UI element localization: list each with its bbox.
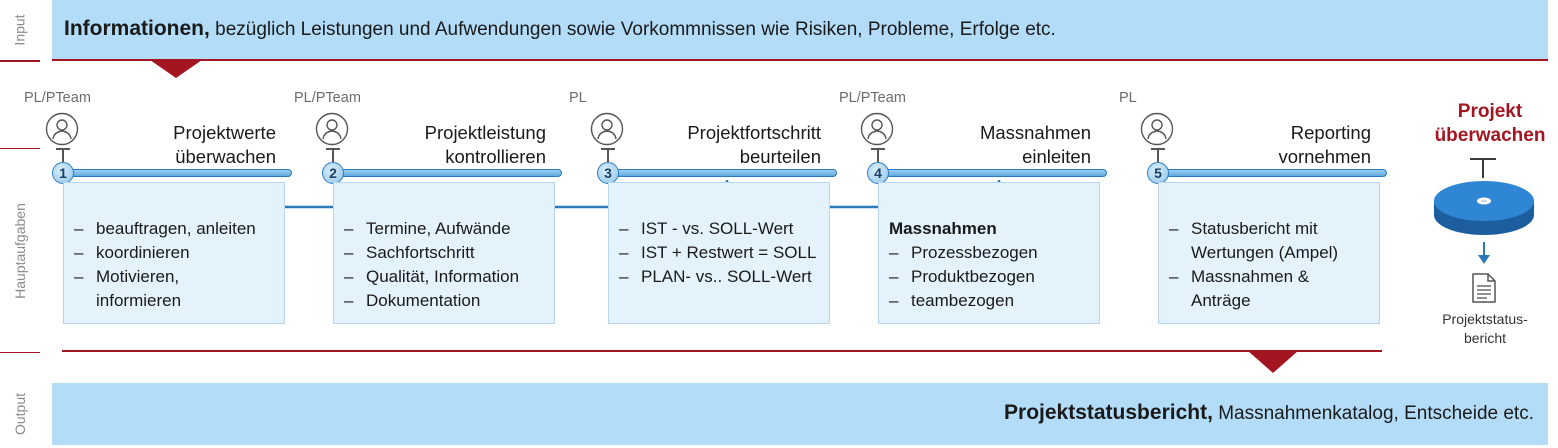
person-icon — [1140, 112, 1174, 146]
task-item: Dokumentation — [344, 289, 546, 313]
task-box-heading: Massnahmen — [889, 219, 997, 238]
step-title: Projektleistung kontrollieren — [306, 121, 546, 169]
output-band-text: Massnahmenkatalog, Entscheide etc. — [1212, 403, 1534, 424]
task-item: IST + Restwert = SOLL — [619, 241, 821, 265]
output-arrow — [1248, 351, 1298, 373]
role-label: PL — [1119, 90, 1137, 106]
input-band-bold: Informationen, — [64, 17, 210, 40]
task-item: Statusbericht mit Wertungen (Ampel) — [1169, 217, 1371, 265]
step-number-badge: 1 — [52, 162, 74, 184]
person-icon — [860, 112, 894, 146]
step-task-box: Statusbericht mit Wertungen (Ampel)Massn… — [1158, 182, 1380, 324]
step-title: Massnahmen einleiten — [851, 121, 1091, 169]
side-divider — [0, 60, 40, 62]
step-title-line: Massnahmen — [979, 122, 1091, 143]
document-label: Projektstatus- bericht — [1442, 311, 1528, 346]
step-bar — [1155, 169, 1387, 177]
step-title-line: vornehmen — [1278, 146, 1371, 167]
goal-title: Projekt überwachen — [1434, 101, 1546, 146]
step-number-badge: 3 — [597, 162, 619, 184]
input-arrow — [150, 60, 202, 78]
input-band-underline — [52, 59, 1548, 61]
task-item: Produktbezogen — [889, 265, 1091, 289]
step-task-box: beauftragen, anleitenkoordinierenMotivie… — [63, 182, 285, 324]
step-number-badge: 4 — [867, 162, 889, 184]
task-item: Qualität, Information — [344, 265, 546, 289]
step-title-line: kontrollieren — [445, 146, 546, 167]
step-title-line: einleiten — [1022, 146, 1091, 167]
step-number-badge: 5 — [1147, 162, 1169, 184]
step-bar — [605, 169, 837, 177]
role-label: PL/PTeam — [24, 90, 91, 106]
step-task-box: MassnahmenProzessbezogenProduktbezogente… — [878, 182, 1100, 324]
task-item: Motivieren, informieren — [74, 265, 276, 313]
step-title: Projektfortschritt beurteilen — [581, 121, 821, 169]
icon-connector — [607, 148, 609, 162]
input-band-text: bezüglich Leistungen und Aufwendungen so… — [209, 19, 1056, 40]
person-icon — [45, 112, 79, 146]
person-icon — [315, 112, 349, 146]
icon-connector — [62, 148, 64, 162]
icon-connector — [877, 148, 879, 162]
task-item: Massnahmen & Anträge — [1169, 265, 1371, 313]
task-item: Termine, Aufwände — [344, 217, 546, 241]
side-divider — [0, 352, 40, 353]
icon-connector — [332, 148, 334, 162]
step-task-box: IST - vs. SOLL-WertIST + Restwert = SOLL… — [608, 182, 830, 324]
step-title: Projektwerte überwachen — [36, 121, 276, 169]
side-divider — [0, 148, 40, 149]
person-icon — [590, 112, 624, 146]
step-title-line: Projektwerte — [173, 122, 276, 143]
step-title-line: Projektfortschritt — [687, 122, 821, 143]
task-item: PLAN- vs.. SOLL-Wert — [619, 265, 821, 289]
output-divider — [62, 350, 1382, 352]
step-title-line: beurteilen — [739, 146, 821, 167]
task-item: Sachfortschritt — [344, 241, 546, 265]
step-title-line: Projektleistung — [424, 122, 546, 143]
step-title-line: Reporting — [1290, 122, 1371, 143]
task-item: IST - vs. SOLL-Wert — [619, 217, 821, 241]
step-title-line: überwachen — [175, 146, 276, 167]
goal-connector — [1482, 158, 1484, 178]
step-bar — [60, 169, 292, 177]
role-label: PL/PTeam — [294, 90, 361, 106]
step-title: Reporting vornehmen — [1131, 121, 1371, 169]
task-item: beauftragen, anleiten — [74, 217, 276, 241]
icon-connector — [1157, 148, 1159, 162]
role-label: PL/PTeam — [839, 90, 906, 106]
step-task-box: Termine, AufwändeSachfortschrittQualität… — [333, 182, 555, 324]
role-label: PL — [569, 90, 587, 106]
step-number-badge: 2 — [322, 162, 344, 184]
step-bar — [875, 169, 1107, 177]
step-bar — [330, 169, 562, 177]
disc-icon — [1434, 181, 1534, 235]
output-band-bold: Projektstatusbericht, — [1004, 401, 1213, 424]
output-band: Projektstatusbericht, Massnahmenkatalog,… — [52, 383, 1548, 445]
document-icon — [1472, 273, 1496, 303]
task-item: Prozessbezogen — [889, 241, 1091, 265]
task-item: teambezogen — [889, 289, 1091, 313]
input-band: Informationen, bezüglich Leistungen und … — [52, 0, 1548, 60]
task-item: koordinieren — [74, 241, 276, 265]
down-arrow-icon — [1478, 242, 1490, 264]
